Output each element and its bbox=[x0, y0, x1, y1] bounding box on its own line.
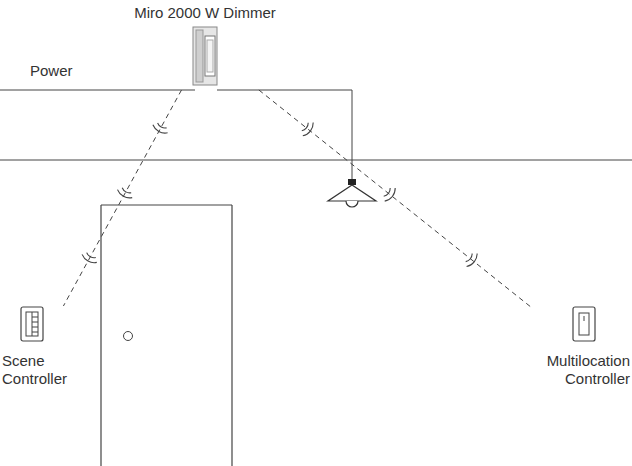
radio-wave bbox=[303, 123, 313, 136]
lamp-wire bbox=[217, 90, 352, 180]
dimmer-icon bbox=[192, 26, 218, 86]
scene-controller-icon bbox=[20, 306, 44, 342]
radio-wave bbox=[385, 188, 396, 201]
scene-controller-node: Scene Controller bbox=[2, 306, 80, 388]
device-label: Miro 2000 W Dimmer bbox=[134, 4, 276, 22]
device-label: Scene Controller bbox=[2, 352, 80, 388]
radio-wave bbox=[467, 253, 478, 266]
radio-wave bbox=[384, 188, 391, 196]
power-wire bbox=[0, 90, 195, 91]
device-label: Multilocation Controller bbox=[532, 352, 630, 388]
radio-wave bbox=[302, 123, 308, 131]
radio-wave bbox=[122, 188, 131, 193]
radio-wave bbox=[118, 190, 133, 198]
wire-label: Power bbox=[30, 62, 73, 80]
radio-wave bbox=[158, 123, 167, 128]
lamp bbox=[328, 179, 376, 207]
ceiling-line bbox=[0, 160, 632, 161]
multilocation-controller-icon bbox=[572, 306, 596, 342]
device-icon bbox=[192, 26, 218, 90]
device-icon bbox=[570, 306, 596, 346]
radio-wave bbox=[466, 254, 472, 262]
wireless-link bbox=[259, 90, 532, 308]
door bbox=[101, 205, 232, 466]
radio-wave bbox=[87, 253, 96, 258]
radio-wave bbox=[153, 125, 168, 133]
dashed-link-line bbox=[259, 90, 532, 308]
device-icon bbox=[20, 306, 46, 346]
multilocation-controller-node: Multilocation Controller bbox=[532, 306, 630, 388]
dashed-link-line bbox=[63, 90, 181, 306]
radio-wave bbox=[82, 254, 97, 262]
wireless-link bbox=[63, 90, 181, 306]
dimmer-node: Miro 2000 W Dimmer bbox=[134, 4, 276, 90]
